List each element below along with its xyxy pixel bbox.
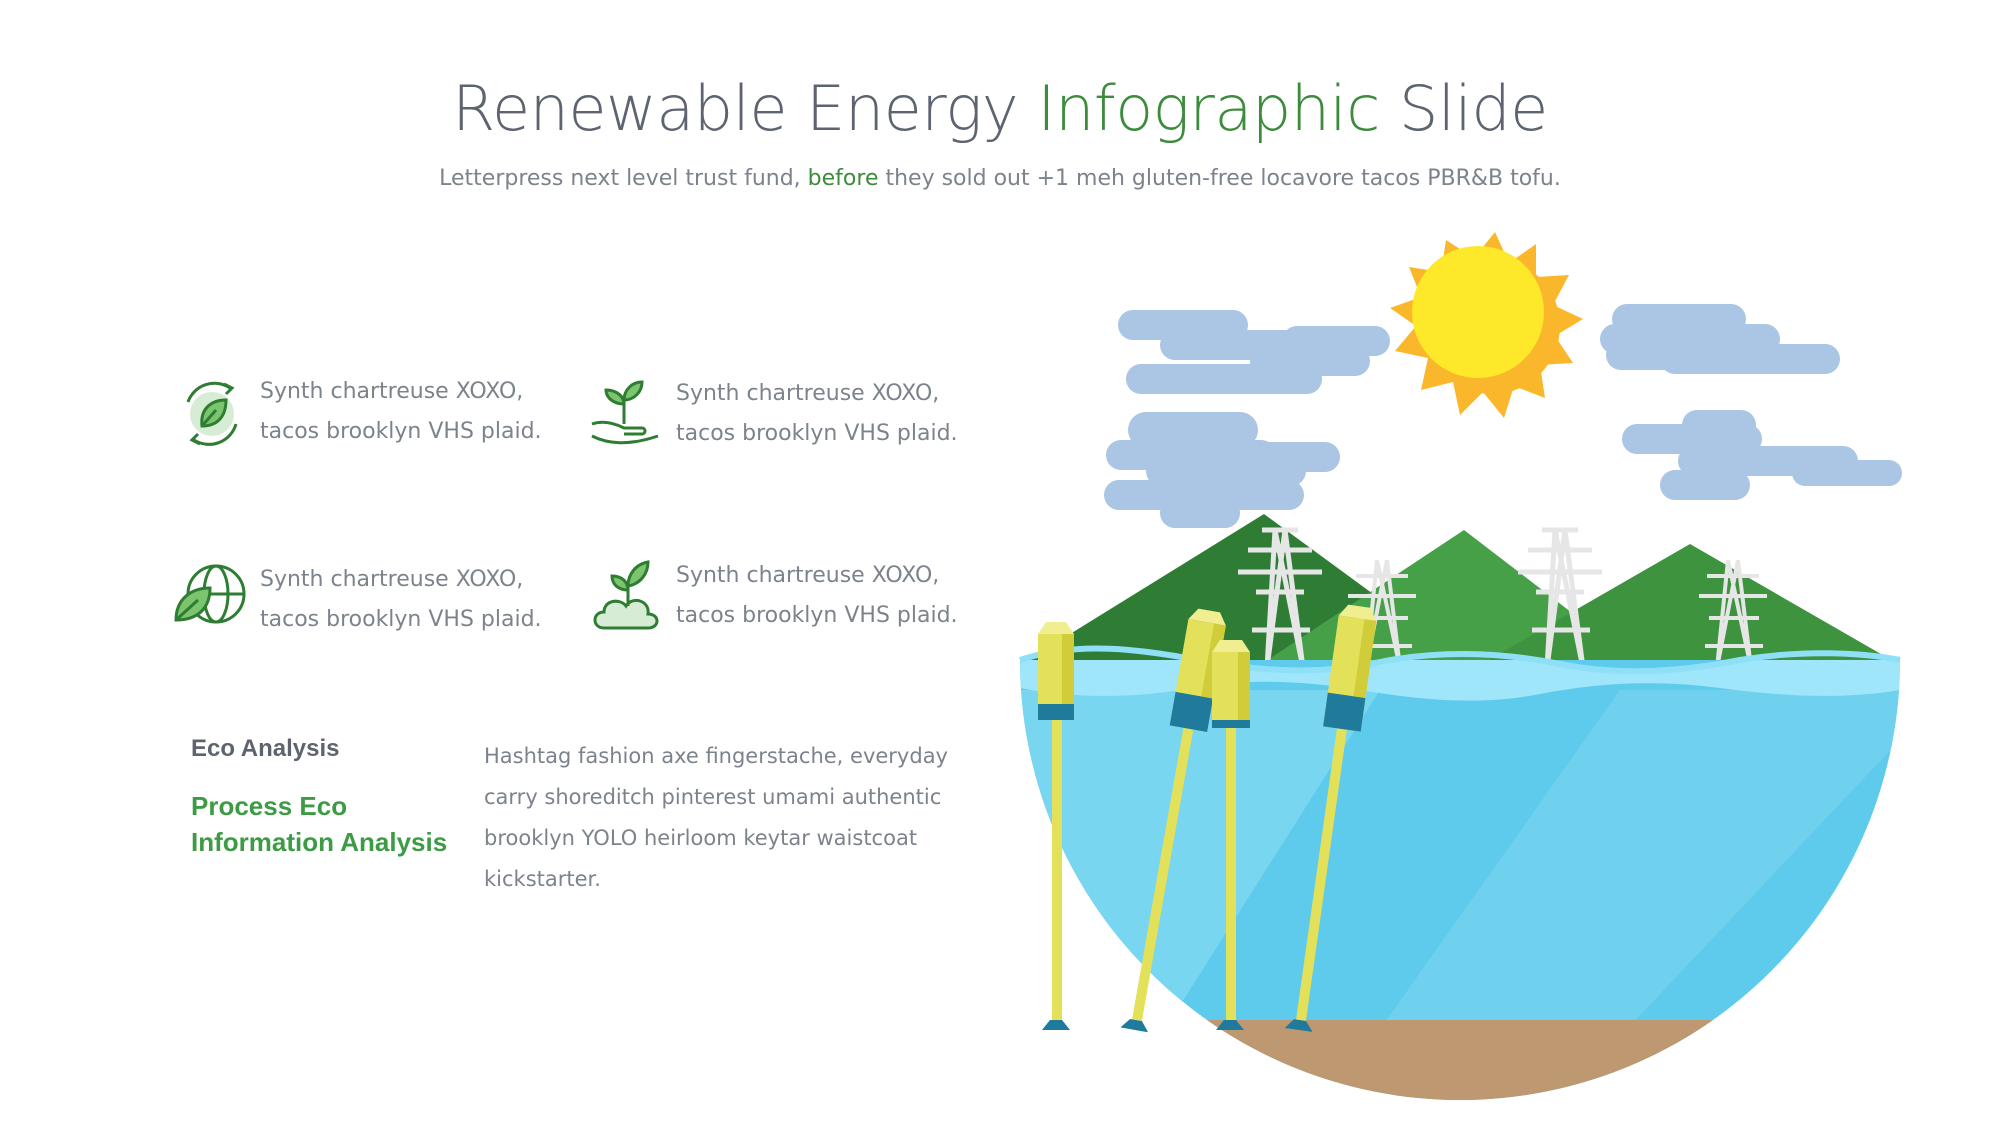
- title-part-2: Slide: [1379, 72, 1548, 145]
- sun-icon: [1390, 232, 1583, 418]
- subtitle-highlight: before: [807, 166, 879, 191]
- eco-analysis-label: Eco Analysis: [191, 735, 340, 762]
- feature-line-1: Synth chartreuse XOXO,: [260, 379, 524, 404]
- globe-leaf-icon: [174, 564, 246, 624]
- feature-item-2: Synth chartreuse XOXO, tacos brooklyn VH…: [588, 374, 1008, 474]
- feature-item-4: Synth chartreuse XOXO, tacos brooklyn VH…: [588, 556, 1008, 656]
- cloud-sprout-icon: [593, 560, 659, 630]
- hand-sprout-icon: [591, 380, 659, 445]
- title-highlight: Infographic: [1037, 72, 1380, 145]
- mountains: [1020, 514, 1900, 665]
- feature-line-1: Synth chartreuse XOXO,: [676, 381, 940, 406]
- feature-line-2: tacos brooklyn VHS plaid.: [260, 419, 542, 444]
- feature-text: Synth chartreuse XOXO, tacos brooklyn VH…: [260, 560, 600, 640]
- ocean: [1020, 660, 1900, 1100]
- feature-text: Synth chartreuse XOXO, tacos brooklyn VH…: [676, 556, 1016, 636]
- feature-item-1: Synth chartreuse XOXO, tacos brooklyn VH…: [172, 372, 592, 472]
- slide-subtitle: Letterpress next level trust fund, befor…: [0, 166, 2000, 191]
- buoy: [1038, 622, 1074, 1030]
- subtitle-part-1: Letterpress next level trust fund,: [439, 166, 808, 191]
- feature-line-2: tacos brooklyn VHS plaid.: [676, 603, 958, 628]
- eco-analysis-title: Process Eco Information Analysis: [191, 791, 448, 857]
- cloud-icon: [1600, 304, 1840, 374]
- title-part-1: Renewable Energy: [452, 72, 1038, 145]
- eco-analysis-description: Hashtag fashion axe fingerstache, everyd…: [484, 744, 948, 891]
- buoy: [1284, 604, 1377, 1032]
- cloud-icon: [1104, 412, 1340, 528]
- feature-item-3: Synth chartreuse XOXO, tacos brooklyn VH…: [172, 560, 592, 660]
- slide-title: Renewable Energy Infographic Slide: [0, 72, 2000, 145]
- recycle-leaf-icon: [186, 381, 238, 446]
- feature-line-1: Synth chartreuse XOXO,: [260, 567, 524, 592]
- buoy: [1212, 640, 1250, 1030]
- cloud-icon: [1118, 310, 1390, 394]
- feature-line-2: tacos brooklyn VHS plaid.: [260, 607, 542, 632]
- renewable-energy-illustration: [1019, 232, 1902, 1100]
- feature-line-1: Synth chartreuse XOXO,: [676, 563, 940, 588]
- cloud-icon: [1622, 410, 1902, 500]
- feature-line-2: tacos brooklyn VHS plaid.: [676, 421, 958, 446]
- feature-text: Synth chartreuse XOXO, tacos brooklyn VH…: [260, 372, 600, 452]
- subtitle-part-2: they sold out +1 meh gluten-free locavor…: [878, 166, 1561, 191]
- feature-text: Synth chartreuse XOXO, tacos brooklyn VH…: [676, 374, 1016, 454]
